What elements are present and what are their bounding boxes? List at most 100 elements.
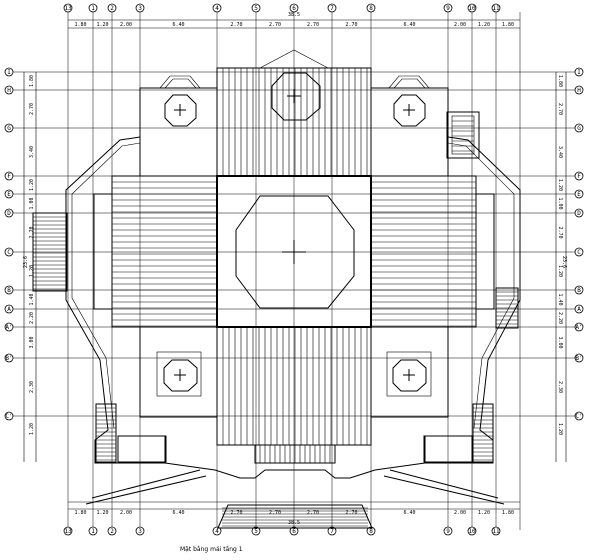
roof-slope-right bbox=[370, 175, 495, 328]
dimension-text-top: 6.40 bbox=[403, 22, 415, 28]
grid-bubble-label: B' bbox=[5, 355, 12, 362]
roof-slope-top bbox=[216, 49, 372, 177]
grid-bubble-label: G bbox=[7, 125, 11, 132]
grid-bubble-label: 11 bbox=[492, 528, 500, 535]
grid-bubble bbox=[212, 526, 222, 536]
grid-bubble bbox=[574, 67, 584, 77]
grid-bubble bbox=[467, 3, 477, 13]
grid-bubble bbox=[574, 285, 584, 295]
grid-bubble bbox=[4, 189, 14, 199]
corner-octagon-top-right bbox=[393, 94, 426, 127]
grid-bubble-label: B' bbox=[575, 355, 582, 362]
grid-bubble-label: 1 bbox=[91, 5, 95, 12]
dimension-text-right: 1.20 bbox=[557, 423, 563, 435]
grid-bubble-label: B bbox=[7, 287, 11, 294]
grid-bubble bbox=[4, 171, 14, 181]
grid-bubble bbox=[63, 3, 73, 13]
grid-bubble bbox=[251, 3, 261, 13]
dimension-chain-left bbox=[23, 72, 37, 462]
dimension-text-right: 1.20 bbox=[557, 179, 563, 191]
grid-bubble-label: F bbox=[7, 173, 11, 180]
grid-bubble-label: A bbox=[577, 306, 581, 313]
dimension-text-left: 3.40 bbox=[29, 146, 35, 158]
corner-octagon-bottom-right bbox=[392, 359, 427, 392]
grid-bubble bbox=[574, 247, 584, 257]
grid-bubble bbox=[107, 526, 117, 536]
grid-bubble-label: 6 bbox=[292, 5, 296, 12]
grid-bubble-label: D bbox=[577, 210, 581, 217]
grid-bubble-label: C' bbox=[5, 413, 12, 420]
overall-dimension-right: 23.6 bbox=[561, 256, 567, 268]
grid-bubble-label: 4 bbox=[215, 528, 219, 535]
grid-bubble-label: H bbox=[7, 87, 11, 94]
dimension-text-top: 6.40 bbox=[172, 22, 184, 28]
stair-bottom-left bbox=[95, 403, 167, 463]
dimension-text-bottom: 2.70 bbox=[345, 510, 357, 516]
dimension-text-left: 3.00 bbox=[29, 336, 35, 348]
dimension-text-left: 1.40 bbox=[29, 293, 35, 305]
dimension-text-right: 1.20 bbox=[557, 265, 563, 277]
grid-bubble bbox=[574, 304, 584, 314]
grid-bubble bbox=[289, 3, 299, 13]
grid-bubble-label: A' bbox=[5, 324, 12, 331]
grid-bubble-label: B bbox=[577, 287, 581, 294]
dimension-text-top: 1.80 bbox=[502, 22, 514, 28]
grid-bubble-label: 6 bbox=[292, 528, 296, 535]
grid-bubble bbox=[135, 3, 145, 13]
dimension-text-left: 1.20 bbox=[29, 265, 35, 277]
dimension-text-left: 2.70 bbox=[29, 103, 35, 115]
dimension-text-top: 1.20 bbox=[96, 22, 108, 28]
outer-wing-right bbox=[424, 136, 521, 464]
grid-bubble-label: 8 bbox=[369, 5, 373, 12]
grid-bubble bbox=[212, 3, 222, 13]
central-roof-area bbox=[216, 175, 372, 328]
dimension-chain-top bbox=[68, 19, 520, 29]
dimension-text-right: 2.70 bbox=[557, 226, 563, 238]
grid-bubble bbox=[574, 189, 584, 199]
dimension-text-bottom: 1.20 bbox=[478, 510, 490, 516]
grid-bubble bbox=[574, 171, 584, 181]
grid-bubble-label: 5 bbox=[254, 5, 258, 12]
grid-bubble-label: A bbox=[7, 306, 11, 313]
grid-bubble-label: 13 bbox=[64, 528, 72, 535]
dimension-text-bottom: 1.80 bbox=[502, 510, 514, 516]
grid-bubble bbox=[467, 526, 477, 536]
dimension-text-top: 2.00 bbox=[120, 22, 132, 28]
grid-bubble-label: I bbox=[7, 69, 11, 76]
grid-bubble bbox=[88, 526, 98, 536]
roof-slope-left bbox=[93, 175, 218, 328]
grid-bubble bbox=[327, 526, 337, 536]
dimension-text-top: 2.70 bbox=[345, 22, 357, 28]
stair-left bbox=[32, 212, 68, 292]
grid-bubble bbox=[327, 3, 337, 13]
grid-bubble-label: C bbox=[7, 249, 11, 256]
dimension-chain-right bbox=[555, 72, 567, 462]
dimension-text-right: 3.00 bbox=[557, 336, 563, 348]
grid-bubble-label: 10 bbox=[468, 528, 476, 535]
grid-bubble-label: 3 bbox=[138, 5, 142, 12]
dimension-text-left: 1.20 bbox=[29, 423, 35, 435]
grid-bubble-label: I bbox=[577, 69, 581, 76]
dimension-text-top: 1.20 bbox=[478, 22, 490, 28]
grid-bubble-label: 7 bbox=[330, 528, 334, 535]
dimension-text-top: 2.00 bbox=[454, 22, 466, 28]
grid-bubble bbox=[574, 322, 584, 332]
grid-bubble bbox=[4, 304, 14, 314]
dimension-text-right: 2.30 bbox=[557, 381, 563, 393]
grid-bubble bbox=[135, 526, 145, 536]
dimension-text-left: 1.00 bbox=[29, 197, 35, 209]
outer-wing-left bbox=[65, 136, 166, 464]
grid-bubble-label: 2 bbox=[110, 528, 114, 535]
dimension-chain-bottom bbox=[68, 501, 520, 510]
overall-dimension-top: 38.5 bbox=[288, 12, 300, 18]
grid-bubble bbox=[4, 411, 14, 421]
grid-bubble bbox=[574, 353, 584, 363]
grid-bubble bbox=[4, 247, 14, 257]
dimension-text-left: 2.70 bbox=[29, 226, 35, 238]
dimension-text-left: 1.20 bbox=[29, 179, 35, 191]
grid-bubble-label: 4 bbox=[215, 5, 219, 12]
dimension-text-top: 2.70 bbox=[307, 22, 319, 28]
grid-bubble-label: 13 bbox=[64, 5, 72, 12]
dimension-text-right: 1.80 bbox=[557, 75, 563, 87]
dimension-text-bottom: 2.70 bbox=[269, 510, 281, 516]
